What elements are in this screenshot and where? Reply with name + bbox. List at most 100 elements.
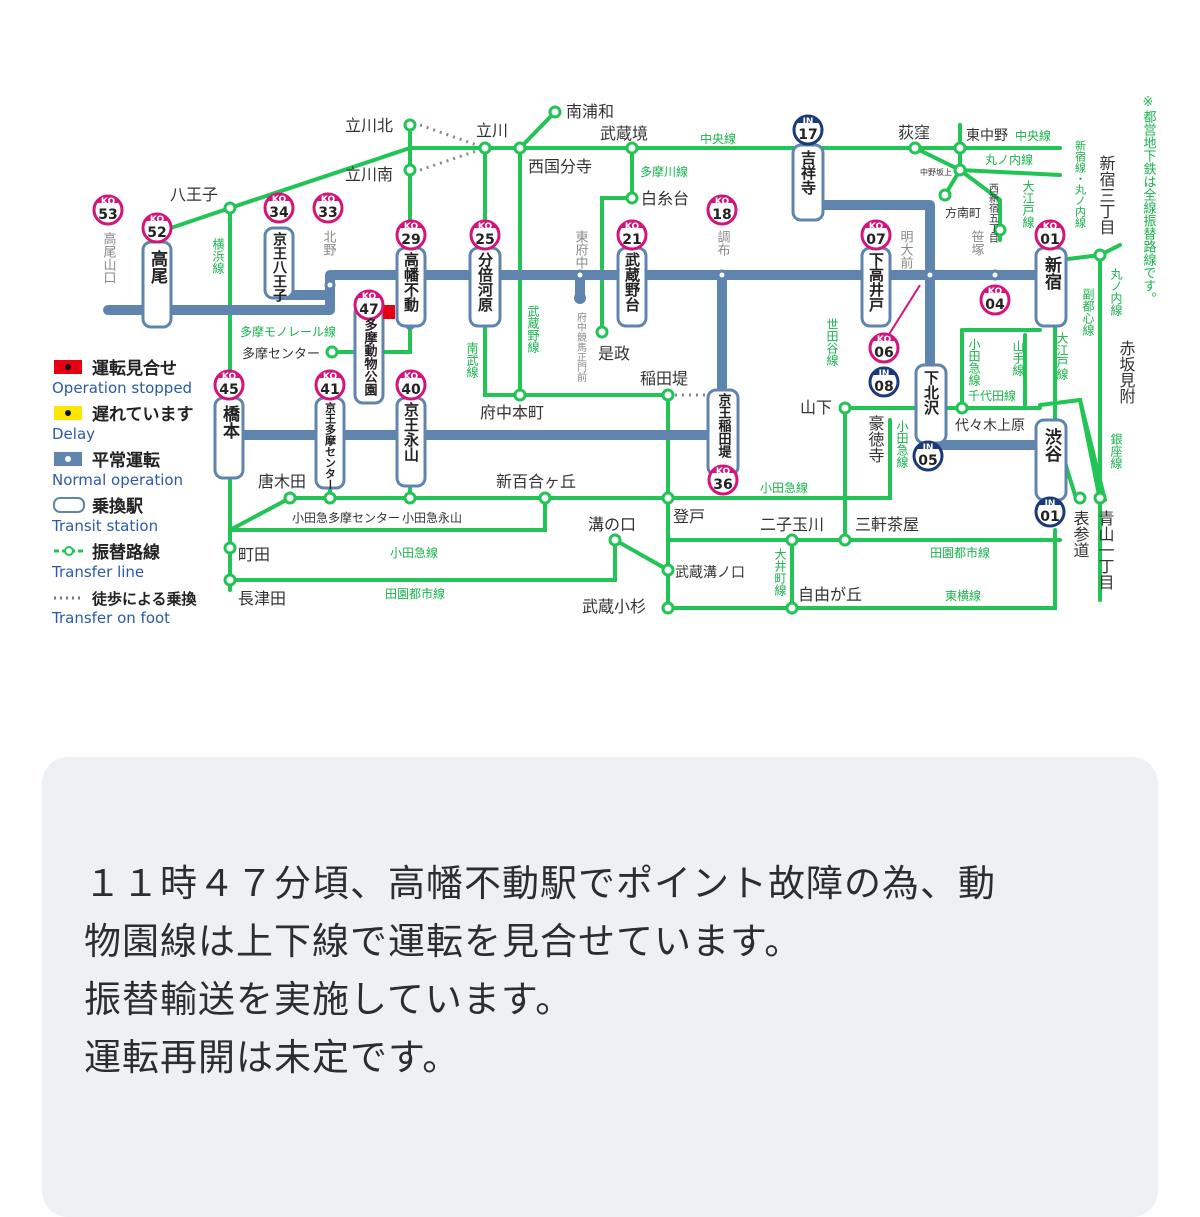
status-line-3: 振替輸送を実施しています。 — [84, 978, 574, 1021]
stn-inadazutsumi: 稲田堤 — [640, 369, 688, 388]
lbl-odakyu-v: 小田急線 — [895, 420, 909, 468]
lbl-odakyu-h: 小田急線 — [760, 480, 808, 495]
inokashira-line — [800, 200, 1040, 450]
stn-gotokuji: 豪徳寺 — [866, 414, 885, 463]
stn-aoyama-itchome: 青山一丁目 — [1096, 510, 1115, 590]
svg-text:05: 05 — [918, 453, 937, 469]
lbl-oedo: 大江戸線 — [1021, 180, 1035, 228]
lbl-oedo-2: 大江戸線 — [1055, 332, 1069, 380]
stn-omotesando: 表参道 — [1071, 510, 1090, 558]
svg-text:KO: KO — [323, 372, 338, 382]
stn-musashi-mizonokuchi: 武蔵溝ノ口 — [675, 565, 745, 581]
stn-shimokitazawa: 下北沢 — [922, 370, 940, 416]
stn-tachikawa-kita: 立川北 — [345, 116, 393, 135]
legend-stopped-en: Operation stopped — [52, 379, 192, 397]
stn-minami-urawa: 南浦和 — [566, 102, 614, 121]
stn-shin-yurigaoka: 新百合ヶ丘 — [496, 472, 576, 491]
svg-text:KO: KO — [877, 335, 892, 345]
stn-nishi-kokubunji: 西国分寺 — [528, 157, 592, 176]
legend-transit-en: Transit station — [51, 517, 158, 535]
legend-delay-jp: 遅れています — [92, 405, 194, 425]
stn-tachikawa: 立川 — [476, 121, 508, 140]
stn-hachioji: 八王子 — [170, 185, 218, 204]
svg-text:36: 36 — [713, 477, 732, 493]
lbl-musashino: 武蔵野線 — [526, 305, 540, 353]
stn-shiraitodai: 白糸台 — [641, 189, 689, 208]
svg-text:33: 33 — [318, 205, 337, 221]
svg-text:IN: IN — [923, 443, 934, 453]
svg-text:07: 07 — [866, 232, 885, 248]
status-message-card — [42, 757, 1158, 1217]
stn-keio-inadazutsumi: 京王稲田堤 — [716, 392, 732, 459]
stn-keio-hachioji: 京王八王子 — [271, 231, 288, 303]
meidaimae-leader — [887, 284, 921, 337]
stn-takahata-fudo: 高幡不動 — [402, 251, 420, 313]
lbl-marunouchi-v: 丸ノ内線 — [1109, 268, 1123, 316]
stn-mizonokuchi: 溝の口 — [588, 515, 636, 534]
stn-shinjuku: 新宿 — [1041, 255, 1062, 291]
stn-kitano: 北野 — [321, 230, 337, 256]
svg-text:KO: KO — [716, 467, 731, 477]
stn-koremasa: 是政 — [598, 344, 630, 363]
keio-dots — [324, 269, 1001, 291]
svg-text:21: 21 — [622, 232, 641, 248]
lbl-yokohama: 横浜線 — [211, 238, 225, 274]
svg-text:IN: IN — [879, 369, 890, 379]
svg-text:KO: KO — [869, 222, 884, 232]
stn-futako-tamagawa: 二子玉川 — [760, 515, 824, 534]
status-line-4: 運転再開は未定です。 — [84, 1036, 461, 1079]
svg-text:IN: IN — [1045, 499, 1056, 509]
svg-text:KO: KO — [272, 195, 287, 205]
svg-text:KO: KO — [478, 222, 493, 232]
stn-higashi-nakano: 東中野 — [966, 128, 1008, 144]
legend: 運転見合せ Operation stopped 遅れています Delay 平常運… — [51, 358, 198, 627]
svg-text:06: 06 — [874, 345, 893, 361]
legend-normal-jp: 平常運転 — [92, 450, 160, 471]
lbl-odakyu-v2: 小田急線 — [967, 338, 981, 386]
lbl-odakyu-h2: 小田急線 — [390, 545, 438, 560]
grey-station-names: 高尾山口 北野 東府中 府中競馬正門前 調布 明大前 笹塚 — [101, 229, 985, 382]
stn-shinjuku-sanchome: 新宿三丁目 — [1097, 155, 1116, 235]
lbl-fukutoshin: 副都心線 — [1081, 288, 1095, 336]
legend-transit-jp: 乗換駅 — [91, 496, 144, 517]
svg-text:KO: KO — [404, 372, 419, 382]
stn-chofu: 調布 — [715, 230, 731, 257]
svg-text:KO: KO — [222, 372, 237, 382]
racecourse-dot — [574, 292, 586, 304]
line-labels: 中央線 中央線 多摩川線 丸ノ内線 大江戸線 横浜線 多摩モノレール線 南武線 … — [211, 128, 1123, 603]
stn-yoyogi-uehara: 代々木上原 — [955, 418, 1025, 434]
legend-transit-swatch — [53, 497, 85, 513]
stn-musashi-sakai: 武蔵境 — [600, 124, 648, 143]
lbl-marunouchi: 丸ノ内線 — [985, 152, 1033, 167]
stn-nishi-shinjuku-gochome: 西新宿五丁目 — [987, 183, 999, 243]
lbl-setagaya: 世田谷線 — [825, 318, 839, 366]
svg-text:KO: KO — [1043, 222, 1058, 232]
lbl-tamagawa: 多摩川線 — [640, 164, 688, 179]
stn-sasazuka: 笹塚 — [969, 229, 985, 256]
stn-tachikawa-minami: 立川南 — [345, 165, 393, 184]
svg-text:34: 34 — [269, 205, 289, 221]
svg-text:52: 52 — [147, 225, 166, 241]
lbl-yamanote: 山手線 — [1011, 340, 1025, 376]
lbl-oimachi: 大井町線 — [773, 548, 787, 596]
stn-odakyu-tama-center: 小田急多摩センター — [292, 510, 400, 525]
legend-walk-en: Transfer on foot — [51, 609, 170, 627]
stn-musashinodai: 武蔵野台 — [623, 251, 641, 313]
stn-odakyu-nagayama: 小田急永山 — [402, 510, 462, 525]
toei-note: ※都営地下鉄は全線振替路線です。 — [1141, 95, 1157, 305]
svg-text:47: 47 — [359, 302, 378, 318]
stn-nagatsuta: 長津田 — [238, 589, 286, 608]
stn-machida: 町田 — [238, 545, 270, 564]
transfer-station-names: 立川北 立川 立川南 南浦和 武蔵境 西国分寺 八王子 白糸台 是政 多摩センタ… — [170, 102, 1136, 616]
svg-text:18: 18 — [712, 207, 731, 223]
svg-text:IN: IN — [803, 117, 814, 127]
svg-text:KO: KO — [150, 215, 165, 225]
stn-takao: 高尾 — [147, 249, 168, 285]
stn-bubaigawara: 分倍河原 — [476, 252, 494, 313]
stn-sangenjaya: 三軒茶屋 — [855, 515, 919, 534]
svg-text:45: 45 — [219, 382, 238, 398]
legend-delay-en: Delay — [52, 425, 95, 443]
legend-transfer-jp: 振替路線 — [92, 542, 160, 563]
station-boxes — [141, 143, 1068, 502]
